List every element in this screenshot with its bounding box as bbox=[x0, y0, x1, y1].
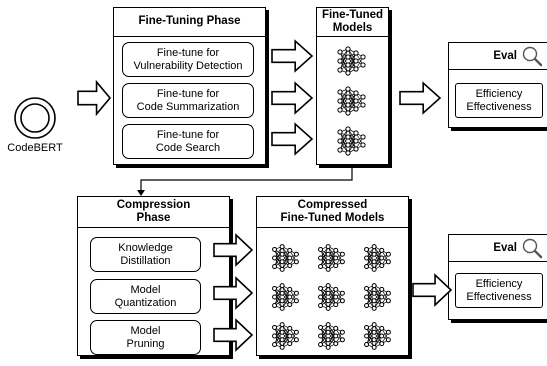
compression-title-line2: Phase bbox=[136, 212, 171, 224]
neural-network-icon bbox=[318, 244, 345, 272]
connector-line bbox=[140, 166, 353, 192]
neural-network-icon bbox=[272, 322, 299, 350]
method-line2: Distillation bbox=[120, 254, 171, 267]
neural-network-icon bbox=[337, 86, 366, 116]
arrow-codebert-to-finetune bbox=[77, 79, 112, 117]
neural-network-icon bbox=[272, 283, 299, 311]
task-line1: Fine-tune for bbox=[156, 128, 220, 141]
method-knowledge-distillation: Knowledge Distillation bbox=[90, 237, 201, 272]
eval-top-metrics: Efficiency Effectiveness bbox=[455, 83, 543, 118]
task-line1: Fine-tune for bbox=[156, 87, 220, 100]
eval-bottom-metric-efficiency: Efficiency bbox=[475, 277, 523, 290]
compressed-models-title: Compressed Fine-Tuned Models bbox=[257, 199, 408, 225]
magnifier-icon bbox=[522, 238, 543, 259]
task-code-search: Fine-tune for Code Search bbox=[122, 124, 254, 159]
method-model-pruning: Model Pruning bbox=[90, 320, 201, 355]
compression-title-line1: Compression bbox=[116, 199, 191, 211]
method-line1: Model bbox=[130, 283, 161, 296]
task-code-summarization: Fine-tune for Code Summarization bbox=[122, 83, 254, 118]
task-line2: Code Search bbox=[155, 141, 221, 154]
task-line1: Fine-tune for bbox=[156, 46, 220, 59]
neural-network-icon bbox=[337, 126, 366, 156]
fine-tuned-models-title-line2: Models bbox=[332, 22, 373, 34]
compressed-header-rule bbox=[257, 227, 408, 228]
method-line1: Knowledge bbox=[118, 241, 173, 254]
magnifier-icon bbox=[522, 46, 543, 67]
neural-network-icon bbox=[272, 244, 299, 272]
arrow-method-to-compressed bbox=[213, 233, 254, 267]
eval-bottom-title: Eval bbox=[493, 242, 517, 254]
task-vulnerability-detection: Fine-tune for Vulnerability Detection bbox=[122, 42, 254, 77]
eval-bottom-metrics: Efficiency Effectiveness bbox=[455, 273, 543, 308]
fine-tuning-header-rule bbox=[114, 36, 265, 37]
eval-bottom-rule bbox=[449, 261, 547, 262]
arrow-method-to-compressed bbox=[213, 318, 254, 352]
arrow-compressed-to-eval bbox=[412, 273, 453, 307]
eval-top-title: Eval bbox=[493, 50, 517, 62]
arrow-task-to-model bbox=[271, 122, 314, 156]
fine-tuned-models-title-line1: Fine-Tuned bbox=[321, 9, 384, 21]
compression-phase-title: Compression Phase bbox=[78, 199, 229, 225]
fine-tuned-header-rule bbox=[317, 36, 388, 37]
eval-top-rule bbox=[449, 69, 547, 70]
compressed-title-line2: Fine-Tuned Models bbox=[280, 212, 385, 224]
arrow-task-to-model bbox=[271, 81, 314, 115]
eval-bottom-metric-effectiveness: Effectiveness bbox=[466, 290, 532, 303]
arrow-task-to-model bbox=[271, 39, 314, 73]
task-line2: Vulnerability Detection bbox=[133, 59, 243, 72]
method-model-quantization: Model Quantization bbox=[90, 279, 201, 314]
codebert-label: CodeBERT bbox=[7, 142, 63, 154]
fine-tuned-models-title: Fine-Tuned Models bbox=[317, 9, 388, 35]
compressed-title-line1: Compressed bbox=[297, 199, 368, 211]
fine-tuning-phase-title: Fine-Tuning Phase bbox=[138, 15, 241, 27]
codebert-circle-icon bbox=[14, 97, 56, 139]
codebert-node: CodeBERT bbox=[0, 92, 70, 172]
neural-network-icon bbox=[364, 283, 391, 311]
neural-network-icon bbox=[364, 244, 391, 272]
neural-network-icon bbox=[337, 46, 366, 76]
eval-top-metric-effectiveness: Effectiveness bbox=[466, 100, 532, 113]
eval-top-header: Eval bbox=[449, 43, 547, 69]
task-line2: Code Summarization bbox=[136, 100, 240, 113]
method-line2: Pruning bbox=[126, 337, 165, 350]
eval-bottom-header: Eval bbox=[449, 235, 547, 261]
arrow-models-to-eval bbox=[399, 81, 442, 115]
connector-arrowhead-icon bbox=[137, 190, 145, 196]
neural-network-icon bbox=[318, 283, 345, 311]
neural-network-icon bbox=[364, 322, 391, 350]
compression-header-rule bbox=[78, 227, 229, 228]
method-line1: Model bbox=[130, 324, 161, 337]
eval-top-metric-efficiency: Efficiency bbox=[475, 87, 523, 100]
method-line2: Quantization bbox=[114, 296, 177, 309]
neural-network-icon bbox=[318, 322, 345, 350]
arrow-method-to-compressed bbox=[213, 276, 254, 310]
